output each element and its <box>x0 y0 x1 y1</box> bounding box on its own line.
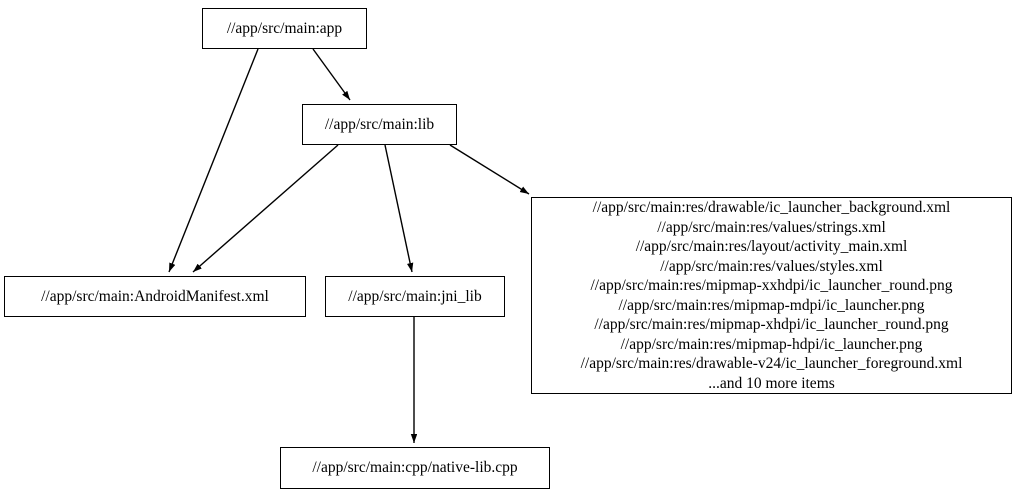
node-label-group: //app/src/main:res/drawable/ic_launcher_… <box>581 198 963 393</box>
graph-node-jni-lib[interactable]: //app/src/main:jni_lib <box>325 276 505 317</box>
node-label-line: //app/src/main:res/values/strings.xml <box>657 218 886 236</box>
node-label-more-items: ...and 10 more items <box>708 374 835 392</box>
node-label-line: //app/src/main:res/mipmap-xxhdpi/ic_laun… <box>590 277 953 294</box>
node-label-line: //app/src/main:res/mipmap-xhdpi/ic_launc… <box>594 316 949 333</box>
node-label: //app/src/main:cpp/native-lib.cpp <box>312 459 518 477</box>
edge-lib-to-manifest <box>192 144 339 273</box>
node-label-line: //app/src/main:res/layout/activity_main.… <box>635 238 908 255</box>
edge-app-to-manifest <box>168 48 259 273</box>
edge-lib-to-resgroup <box>449 144 530 195</box>
node-label-line: //app/src/main:res/drawable/ic_launcher_… <box>592 199 951 216</box>
node-label: //app/src/main:jni_lib <box>348 287 482 305</box>
edge-lib-to-jnilib <box>384 144 414 273</box>
edge-app-to-lib <box>312 48 351 101</box>
graph-node-res-group[interactable]: //app/src/main:res/drawable/ic_launcher_… <box>531 197 1012 394</box>
node-label-line: //app/src/main:res/mipmap-hdpi/ic_launch… <box>620 335 923 353</box>
graph-node-lib[interactable]: //app/src/main:lib <box>302 104 457 145</box>
node-label-line: //app/src/main:res/mipmap-mdpi/ic_launch… <box>618 296 925 314</box>
node-label: //app/src/main:lib <box>324 115 435 133</box>
graph-node-native-lib-cpp[interactable]: //app/src/main:cpp/native-lib.cpp <box>280 447 550 489</box>
graph-node-app[interactable]: //app/src/main:app <box>202 8 367 49</box>
graph-node-android-manifest[interactable]: //app/src/main:AndroidManifest.xml <box>4 276 306 317</box>
node-label: //app/src/main:app <box>226 19 343 37</box>
node-label-line: //app/src/main:res/values/styles.xml <box>660 257 883 275</box>
node-label-line: //app/src/main:res/drawable-v24/ic_launc… <box>580 355 963 372</box>
node-label: //app/src/main:AndroidManifest.xml <box>41 287 269 305</box>
